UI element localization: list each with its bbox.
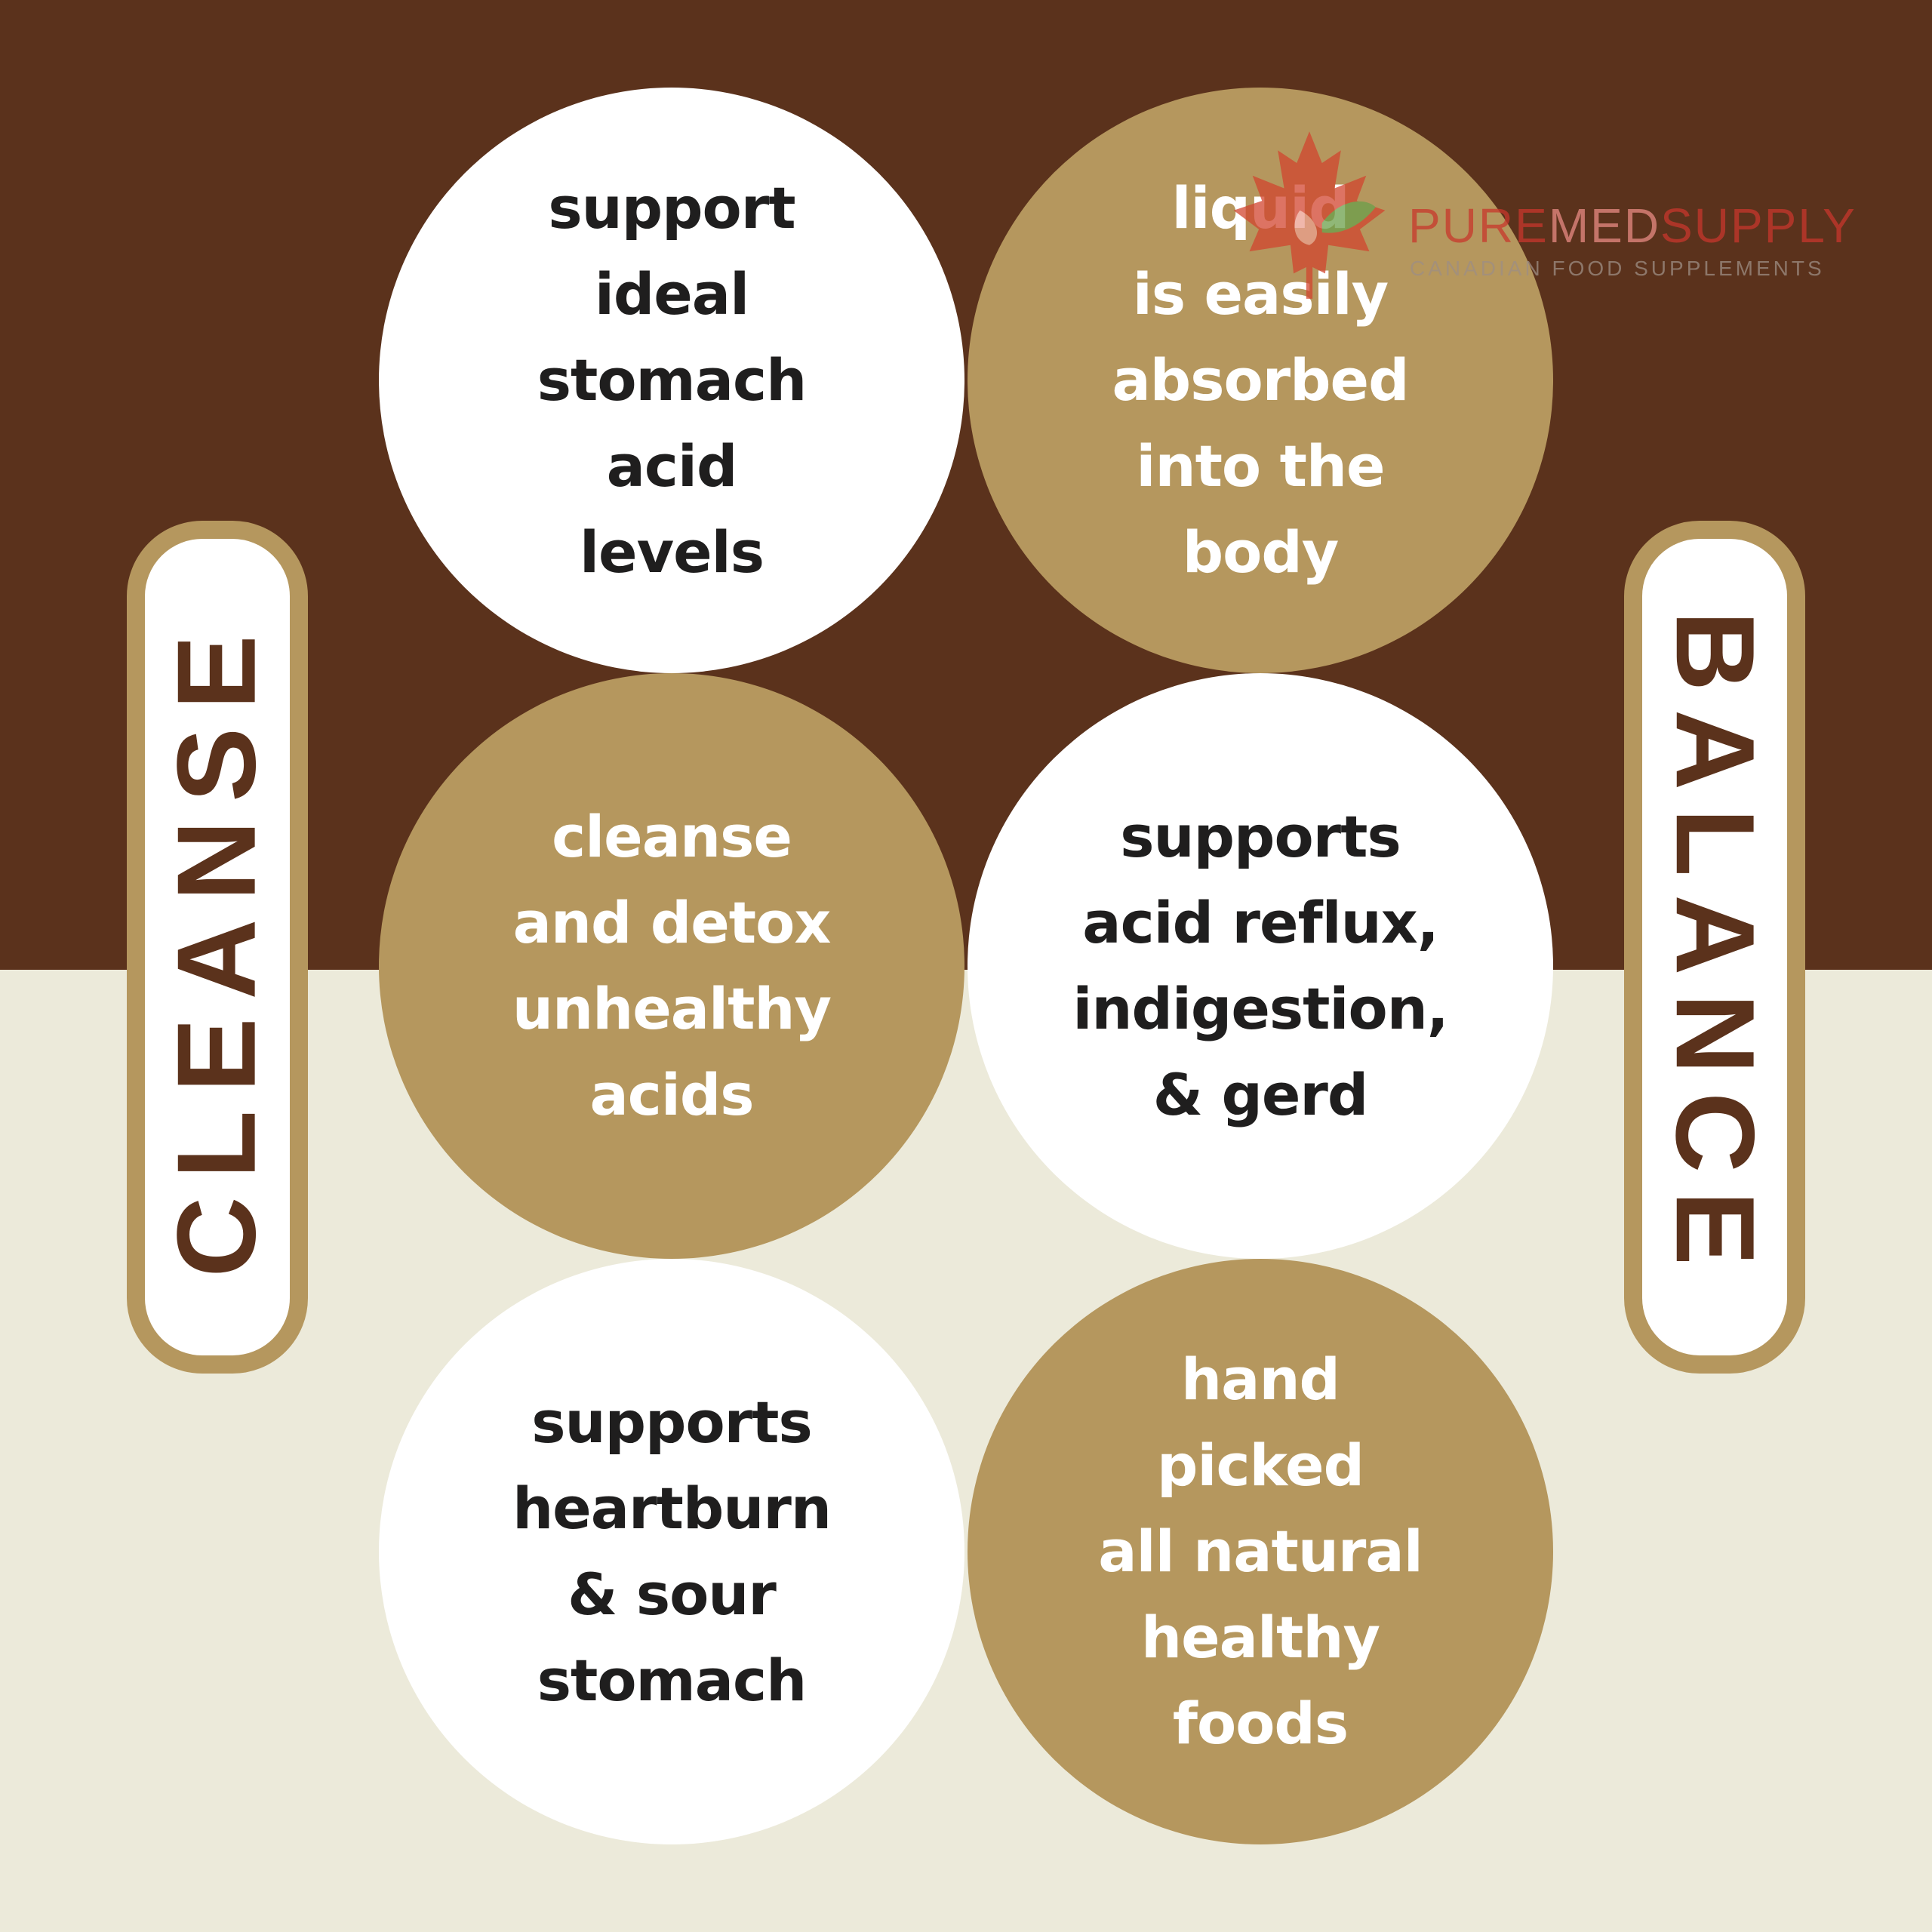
cleanse-label: CLEANSE	[155, 617, 280, 1278]
bubble-text: supports heartburn & sour stomach	[512, 1389, 832, 1714]
watermark-logo: PUREMEDSUPPLY CANADIAN FOOD SUPPLEMENTS	[1230, 128, 1855, 309]
bubble-text: hand picked all natural healthy foods	[1098, 1346, 1423, 1757]
bubble-text: cleanse and detox unhealthy acids	[512, 803, 832, 1128]
maple-leaf-icon	[1233, 131, 1386, 299]
watermark-tagline: CANADIAN FOOD SUPPLEMENTS	[1410, 257, 1825, 280]
watermark-brand: PUREMEDSUPPLY	[1408, 198, 1857, 253]
bubble-text: support ideal stomach acid levels	[537, 174, 807, 586]
bubble-acid-reflux: supports acid reflux, indigestion, & ger…	[968, 673, 1553, 1259]
bubble-text: liquid is easily absorbed into the body	[1112, 174, 1410, 586]
cleanse-pill: CLEANSE	[127, 521, 308, 1374]
top-brown-band	[0, 0, 1932, 970]
balance-pill: BALANCE	[1624, 521, 1805, 1374]
bubble-natural-foods: hand picked all natural healthy foods	[968, 1259, 1553, 1844]
bubble-cleanse-detox: cleanse and detox unhealthy acids	[379, 673, 964, 1259]
bubble-stomach-acid: support ideal stomach acid levels	[379, 88, 964, 673]
bubble-text: supports acid reflux, indigestion, & ger…	[1072, 803, 1448, 1128]
bubble-heartburn: supports heartburn & sour stomach	[379, 1259, 964, 1844]
balance-label: BALANCE	[1653, 611, 1777, 1284]
